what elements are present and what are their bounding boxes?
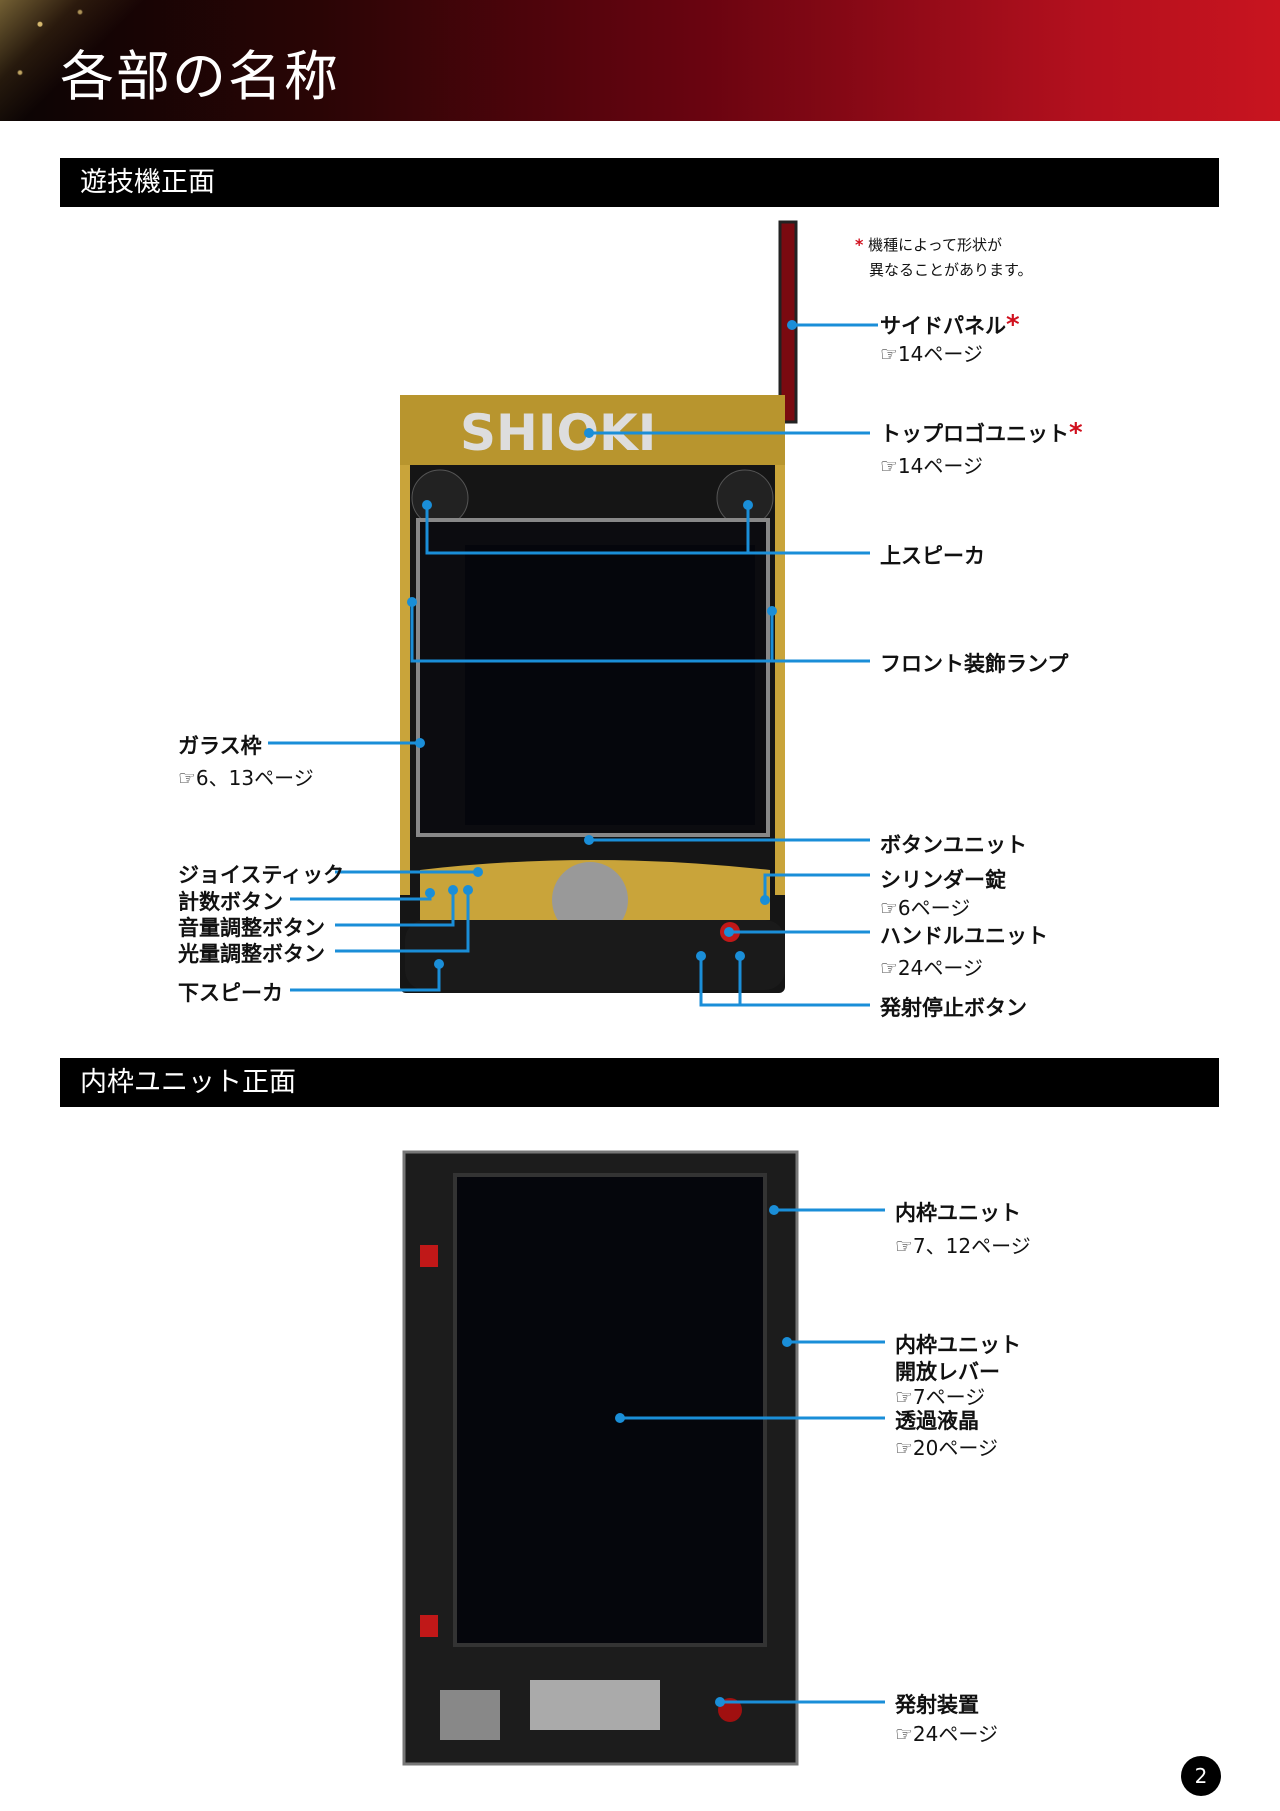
ref-top-logo: ☞14ページ xyxy=(880,454,983,478)
asterisk: * xyxy=(855,235,864,254)
pachinko-machine-front-image: SHIOKI xyxy=(400,220,798,993)
page-header: 各部の名称 xyxy=(0,0,1280,121)
ref-inner-unit: ☞7、12ページ xyxy=(895,1234,1031,1258)
label-lower-speaker: 下スピーカ xyxy=(178,981,283,1005)
page-number: 2 xyxy=(1181,1756,1221,1796)
label-front-lamp: フロント装飾ランプ xyxy=(880,652,1069,676)
inner-frame-unit-image xyxy=(402,1150,799,1766)
label-glass-frame: ガラス枠 xyxy=(178,734,262,758)
label-launcher: 発射装置 xyxy=(895,1693,979,1717)
label-joystick: ジョイスティック xyxy=(178,863,345,887)
label-cylinder-lock: シリンダー錠 xyxy=(880,868,1006,892)
label-inner-unit: 内枠ユニット xyxy=(895,1201,1021,1225)
label-side-panel: サイドパネル* xyxy=(880,310,1020,340)
label-light-button: 光量調整ボタン xyxy=(178,942,325,966)
gold-sparkle-decoration xyxy=(0,0,200,121)
ref-glass-frame: ☞6、13ページ xyxy=(178,766,314,790)
label-count-button: 計数ボタン xyxy=(178,890,283,914)
label-lever-2: 開放レバー xyxy=(895,1360,1000,1384)
leader-dots xyxy=(407,320,797,1707)
ref-handle-unit: ☞24ページ xyxy=(880,956,983,980)
ref-launcher: ☞24ページ xyxy=(895,1722,998,1746)
label-lcd: 透過液晶 xyxy=(895,1409,979,1433)
label-top-logo: トップロゴユニット* xyxy=(880,418,1083,448)
section-header-front: 遊技機正面 xyxy=(60,158,1219,207)
ref-cylinder-lock: ☞6ページ xyxy=(880,896,971,920)
label-button-unit: ボタンユニット xyxy=(880,833,1027,857)
label-volume-button: 音量調整ボタン xyxy=(178,916,325,940)
leader-lines xyxy=(268,323,885,1704)
section-header-inner: 内枠ユニット正面 xyxy=(60,1058,1219,1107)
ref-side-panel: ☞14ページ xyxy=(880,342,983,366)
ref-lcd: ☞20ページ xyxy=(895,1436,998,1460)
note-line: 異なることがあります。 xyxy=(869,261,1033,279)
label-stop-button: 発射停止ボタン xyxy=(880,996,1027,1020)
label-lever-1: 内枠ユニット xyxy=(895,1333,1021,1357)
ref-lever: ☞7ページ xyxy=(895,1385,986,1409)
page-title: 各部の名称 xyxy=(60,45,340,108)
label-upper-speaker: 上スピーカ xyxy=(880,544,985,568)
note-line: 機種によって形状が xyxy=(868,236,1002,254)
shape-note: * 機種によって形状が 異なることがあります。 xyxy=(855,232,1033,283)
label-handle-unit: ハンドルユニット xyxy=(880,924,1048,948)
